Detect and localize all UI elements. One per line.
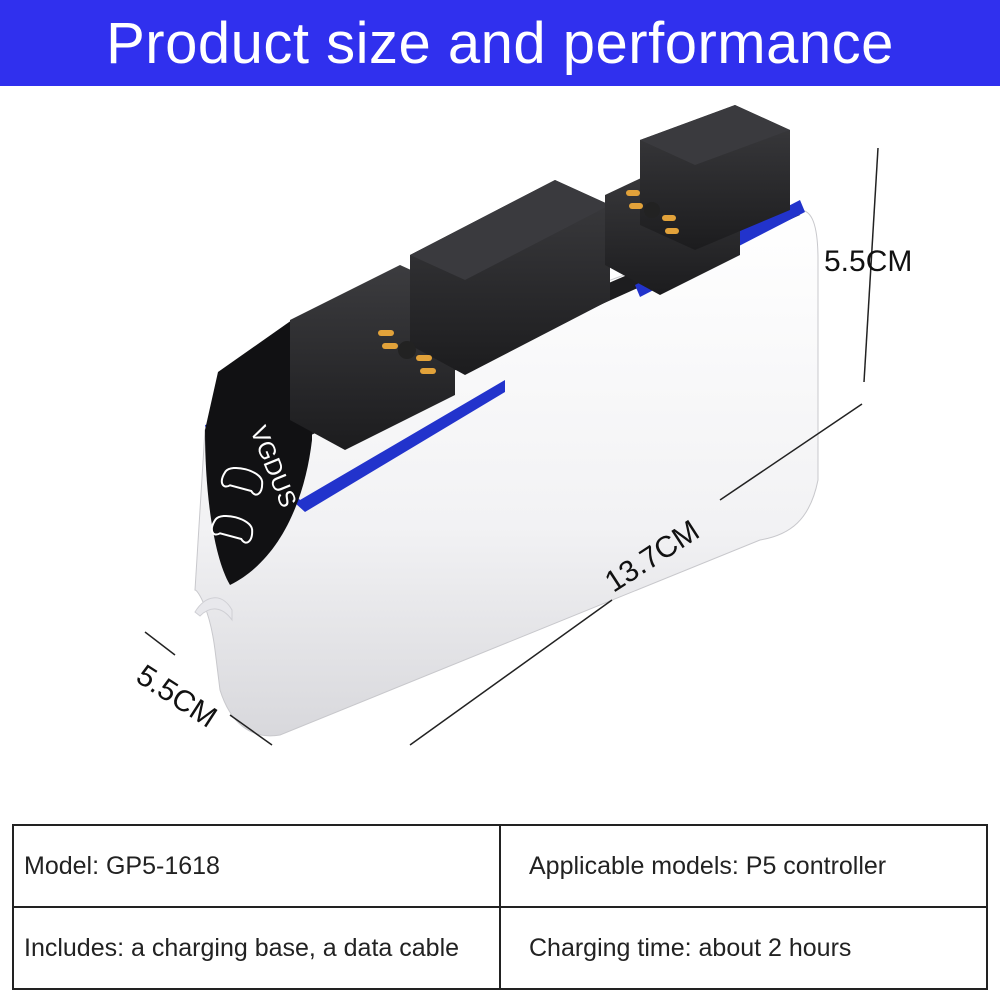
height-dimension-line — [863, 147, 879, 383]
dock-base — [194, 209, 819, 737]
spec-applicable-models: Applicable models: P5 controller — [499, 824, 988, 908]
depth-dimension-line-b — [229, 714, 273, 746]
dimension-lines — [144, 147, 879, 746]
charging-pins-right — [626, 190, 679, 234]
spec-charging-time: Charging time: about 2 hours — [499, 906, 988, 990]
spec-model: Model: GP5-1618 — [12, 824, 501, 908]
charging-dock-illustration: VGDUS — [144, 105, 879, 746]
height-dimension-label: 5.5CM — [824, 245, 913, 278]
specs-table: Model: GP5-1618 Applicable models: P5 co… — [12, 824, 988, 990]
table-row: Model: GP5-1618 Applicable models: P5 co… — [12, 824, 988, 908]
charging-pins-left — [378, 330, 436, 374]
spec-includes: Includes: a charging base, a data cable — [12, 906, 501, 990]
dock-arch — [194, 597, 233, 622]
length-dimension-line-b — [409, 599, 613, 746]
length-dimension-line-a — [719, 403, 863, 501]
controller-icon — [210, 515, 254, 544]
table-row: Includes: a charging base, a data cable … — [12, 906, 988, 990]
controller-icon — [220, 467, 264, 496]
depth-dimension-line-a — [144, 631, 176, 656]
title-banner: Product size and performance — [0, 0, 1000, 86]
page-title: Product size and performance — [106, 10, 894, 76]
front-logo-panel — [205, 320, 312, 585]
